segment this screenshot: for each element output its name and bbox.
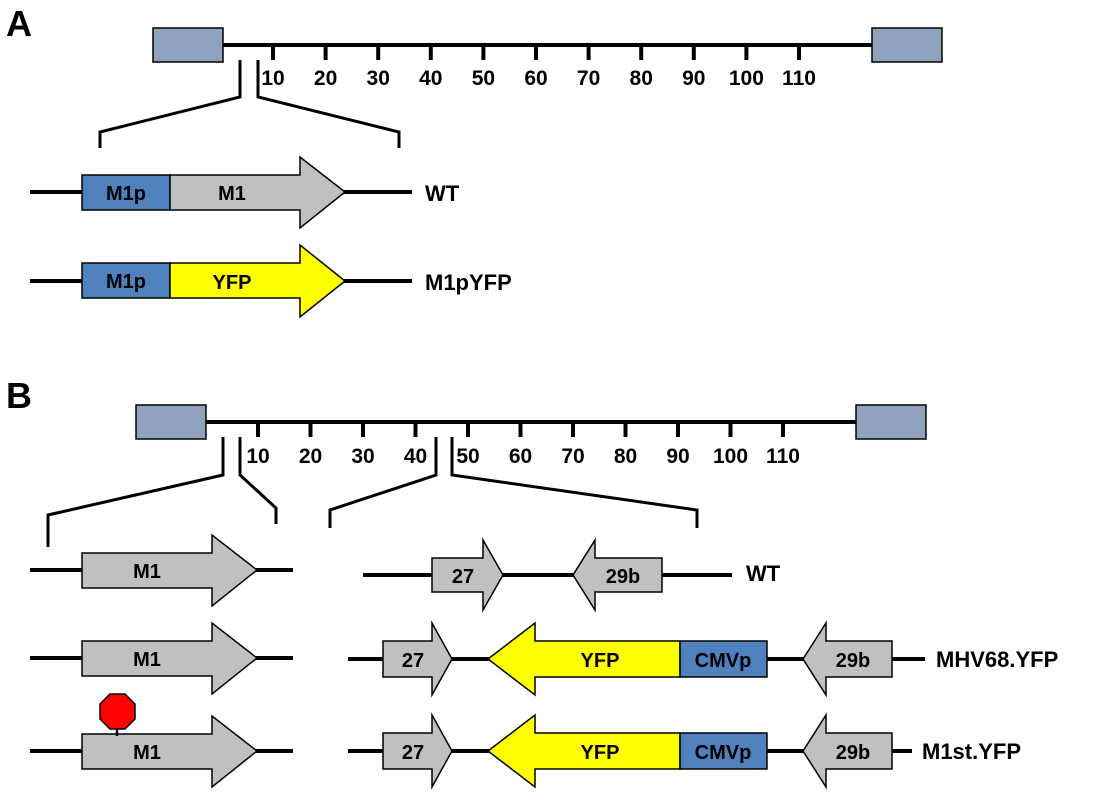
scale-tick-label: 70	[577, 67, 600, 90]
gene-label: M1	[133, 742, 161, 764]
stop-sign-icon	[99, 693, 136, 730]
scale-tick-label: 20	[314, 67, 337, 90]
panel-a-letter: A	[6, 3, 32, 44]
gene-label: 29b	[836, 650, 870, 672]
panel-b-zoom-left-a	[46, 437, 225, 547]
panel-a-row-m1pyfp: M1p YFP M1pYFP	[30, 243, 512, 319]
scale-tick-label: 30	[367, 67, 390, 90]
panel-b-left-terminal-repeat	[135, 404, 207, 440]
panel-b-left-row-2: M1	[30, 621, 293, 696]
panel-b-zoom-right-b	[450, 437, 699, 528]
scale-tick-label: 30	[351, 445, 374, 468]
panel-b-letter: B	[6, 375, 32, 416]
panel-b-right-terminal-repeat	[855, 404, 927, 440]
scale-tick-label: 20	[299, 445, 322, 468]
row-label: WT	[425, 181, 460, 206]
scale-tick-label: 70	[561, 445, 584, 468]
gene-label: M1	[218, 183, 246, 205]
panel-a-right-terminal-repeat	[871, 27, 943, 63]
promoter-label: M1p	[106, 183, 146, 205]
gene-label: 27	[452, 566, 474, 588]
panel-a-zoom-left	[98, 60, 242, 148]
gene-label: CMVp	[695, 742, 752, 764]
promoter-label: M1p	[106, 271, 146, 293]
gene-label: YFP	[581, 742, 620, 764]
scale-tick-label: 110	[766, 445, 800, 468]
scale-tick-label: 10	[246, 445, 269, 468]
scale-tick-label: 80	[630, 67, 653, 90]
panel-b: B 10 20 30 40 50 60 70 80 90 100 110 M1 M1	[6, 375, 1058, 790]
gene-27-arrow	[431, 537, 504, 613]
panel-b-left-row-1: M1	[30, 533, 293, 608]
panel-b-right-row-wt: 27 29b WT	[363, 537, 781, 613]
scale-tick-label: 90	[682, 67, 705, 90]
scale-tick-label: 40	[404, 445, 427, 468]
row-label: WT	[746, 561, 781, 586]
m1-gene-arrow	[81, 533, 259, 608]
gene-29b-arrow	[802, 712, 893, 790]
row-label: MHV68.YFP	[936, 647, 1058, 672]
m1-gene-arrow	[169, 155, 347, 230]
panel-a-left-terminal-repeat	[152, 27, 224, 63]
gene-label: M1	[133, 649, 161, 671]
m1p-promoter-box	[81, 174, 171, 211]
gene-29b-arrow	[572, 537, 663, 613]
row-label: M1pYFP	[425, 270, 512, 295]
yfp-gene-arrow	[486, 621, 681, 697]
gene-27-arrow	[382, 620, 453, 698]
scale-tick-label: 50	[456, 445, 479, 468]
cmvp-promoter-box	[679, 732, 768, 770]
cmvp-promoter-box	[679, 640, 768, 678]
yfp-gene-arrow	[169, 243, 347, 319]
scale-tick-label: 100	[713, 445, 748, 468]
m1-gene-arrow	[81, 714, 259, 789]
scale-tick-label: 90	[666, 445, 689, 468]
panel-b-right-row-mhv68-yfp: 27 YFP CMVp 29b MHV68.YFP	[348, 620, 1058, 698]
panel-a-row-wt: M1p M1 WT	[30, 155, 460, 230]
scale-tick-label: 60	[524, 67, 547, 90]
scale-tick-label: 110	[782, 67, 816, 90]
gene-label: 27	[402, 742, 424, 764]
panel-a-zoom-right	[256, 60, 401, 148]
gene-27-arrow	[382, 712, 453, 790]
panel-a: A 10 20 30 40 50 60 70 80 90 100 110 M1p M1 WT M1p	[6, 3, 943, 319]
gene-label: M1	[133, 561, 161, 583]
scale-tick-label: 40	[419, 67, 442, 90]
gene-label: 27	[402, 650, 424, 672]
m1-gene-arrow	[81, 621, 259, 696]
scale-tick-label: 60	[509, 445, 532, 468]
scale-tick-label: 80	[614, 445, 637, 468]
gene-label: 29b	[606, 566, 640, 588]
scale-tick-label: 10	[261, 67, 284, 90]
panel-b-zoom-right-a	[328, 437, 438, 528]
gene-label: 29b	[836, 742, 870, 764]
panel-b-left-row-3: M1	[30, 693, 293, 789]
scale-tick-label: 100	[729, 67, 764, 90]
panel-b-zoom-left-b	[238, 437, 278, 524]
panel-b-right-row-m1st-yfp: 27 YFP CMVp 29b M1st.YFP	[348, 712, 1021, 790]
scale-tick-label: 50	[472, 67, 495, 90]
gene-label: CMVp	[695, 650, 752, 672]
panel-a-scale-ticks: 10 20 30 40 50 60 70 80 90 100 110	[261, 45, 816, 90]
gene-label: YFP	[581, 650, 620, 672]
gene-label: YFP	[213, 272, 252, 294]
panel-b-scale-ticks: 10 20 30 40 50 60 70 80 90 100 110	[246, 422, 800, 468]
yfp-gene-arrow	[486, 713, 681, 789]
row-label: M1st.YFP	[922, 739, 1021, 764]
gene-29b-arrow	[802, 620, 893, 698]
